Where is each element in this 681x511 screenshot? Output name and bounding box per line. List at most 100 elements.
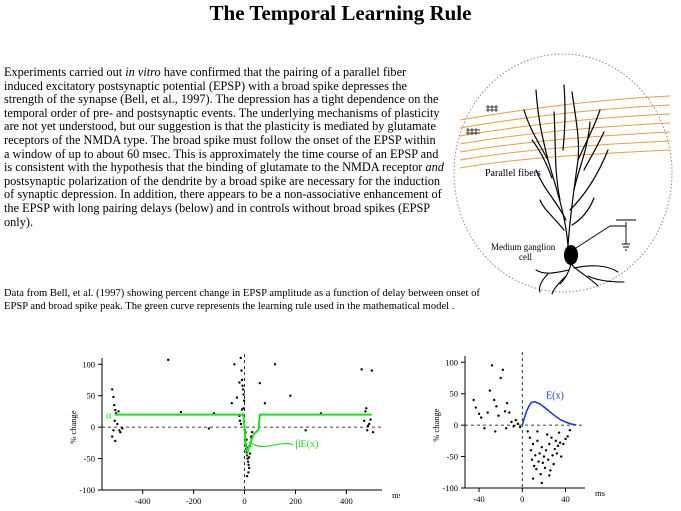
data-point (245, 474, 249, 478)
data-point (119, 430, 122, 434)
y-axis-label: % change (431, 408, 441, 442)
parallel-fiber-line (459, 113, 671, 137)
data-point (540, 445, 543, 449)
data-point (117, 410, 120, 413)
data-point (538, 452, 541, 455)
neuron-figure: Parallel fibers Medium ganglion cell (453, 53, 673, 295)
data-point (240, 408, 244, 411)
data-point (544, 449, 548, 452)
x-axis-label: ms (392, 490, 400, 500)
y-tick-label: -100 (79, 485, 95, 495)
data-point (362, 419, 366, 423)
cell-label-line2: cell (519, 252, 532, 262)
data-point (480, 416, 483, 419)
data-point (516, 422, 520, 426)
data-point (556, 444, 560, 448)
data-point (366, 429, 369, 432)
e-curve-label: E(x) (546, 391, 564, 402)
data-point (518, 425, 522, 429)
data-point (472, 398, 475, 402)
data-point (304, 429, 307, 432)
data-point (246, 460, 250, 463)
data-point (557, 431, 561, 434)
parallel-fiber-line (459, 104, 671, 129)
y-tick-label: -50 (447, 452, 458, 462)
data-point (113, 403, 116, 407)
data-point (114, 439, 117, 443)
data-point (179, 410, 183, 414)
y-tick-label: 100 (82, 359, 95, 369)
x-tick-label: 40 (561, 494, 570, 504)
data-point (239, 356, 242, 360)
data-point (474, 406, 478, 409)
emphasis-text: and (425, 160, 444, 175)
data-point (504, 427, 508, 430)
data-point (505, 401, 509, 405)
data-point (273, 363, 277, 366)
data-point (536, 439, 539, 443)
data-point (116, 422, 119, 426)
data-point (241, 388, 245, 391)
data-point (503, 410, 507, 413)
parallel-fibers (459, 95, 671, 169)
data-point (536, 430, 539, 433)
data-point (548, 474, 551, 477)
beta-pointer (250, 442, 294, 448)
e-curve (521, 401, 577, 426)
data-point (477, 412, 481, 416)
data-point (369, 418, 372, 421)
data-point (233, 363, 236, 366)
data-point (492, 398, 496, 402)
data-point (560, 455, 563, 458)
data-point (370, 369, 374, 372)
paragraph-text: postsynaptic polarization of the dendrit… (4, 173, 442, 229)
y-tick-label: -50 (84, 454, 95, 464)
chart2-e-curve (521, 401, 577, 426)
data-point (360, 368, 363, 371)
data-point (531, 442, 535, 446)
data-point (289, 394, 292, 397)
data-point (113, 419, 116, 423)
paragraph-text: have confirmed that the pairing of a par… (4, 65, 440, 175)
data-point (242, 399, 246, 402)
data-point (241, 384, 244, 387)
data-point (550, 436, 553, 439)
x-tick-label: -40 (473, 494, 484, 504)
data-point (114, 408, 117, 412)
data-point (486, 411, 489, 414)
data-point (545, 433, 549, 436)
data-point (368, 422, 371, 426)
data-point (549, 469, 552, 472)
data-point (263, 402, 267, 405)
data-point (537, 460, 540, 463)
data-point (238, 381, 241, 384)
y-tick-label: 50 (87, 391, 96, 401)
data-point (242, 407, 245, 410)
data-point (558, 441, 562, 444)
chart2-axes (461, 352, 585, 492)
learning-rule-curve (114, 413, 372, 457)
data-point (240, 369, 243, 372)
cell-soma (564, 245, 578, 265)
data-point (555, 452, 559, 455)
data-point (247, 456, 251, 459)
y-tick-label: 100 (445, 357, 458, 367)
data-point (554, 439, 558, 443)
x-tick-label: 400 (340, 496, 353, 506)
data-point (526, 430, 529, 433)
data-point (364, 410, 367, 413)
data-point (207, 427, 211, 430)
data-point (497, 414, 500, 417)
data-point (230, 402, 234, 405)
data-point (553, 447, 556, 451)
data-point (531, 477, 535, 480)
data-point (490, 364, 494, 367)
data-point (543, 466, 547, 470)
data-point (562, 442, 565, 446)
emphasis-text: in vitro (125, 65, 161, 79)
y-axis-label: % change (68, 410, 78, 444)
data-point (239, 422, 243, 426)
beta-label: βE(x) (295, 439, 318, 450)
data-point (258, 381, 262, 385)
